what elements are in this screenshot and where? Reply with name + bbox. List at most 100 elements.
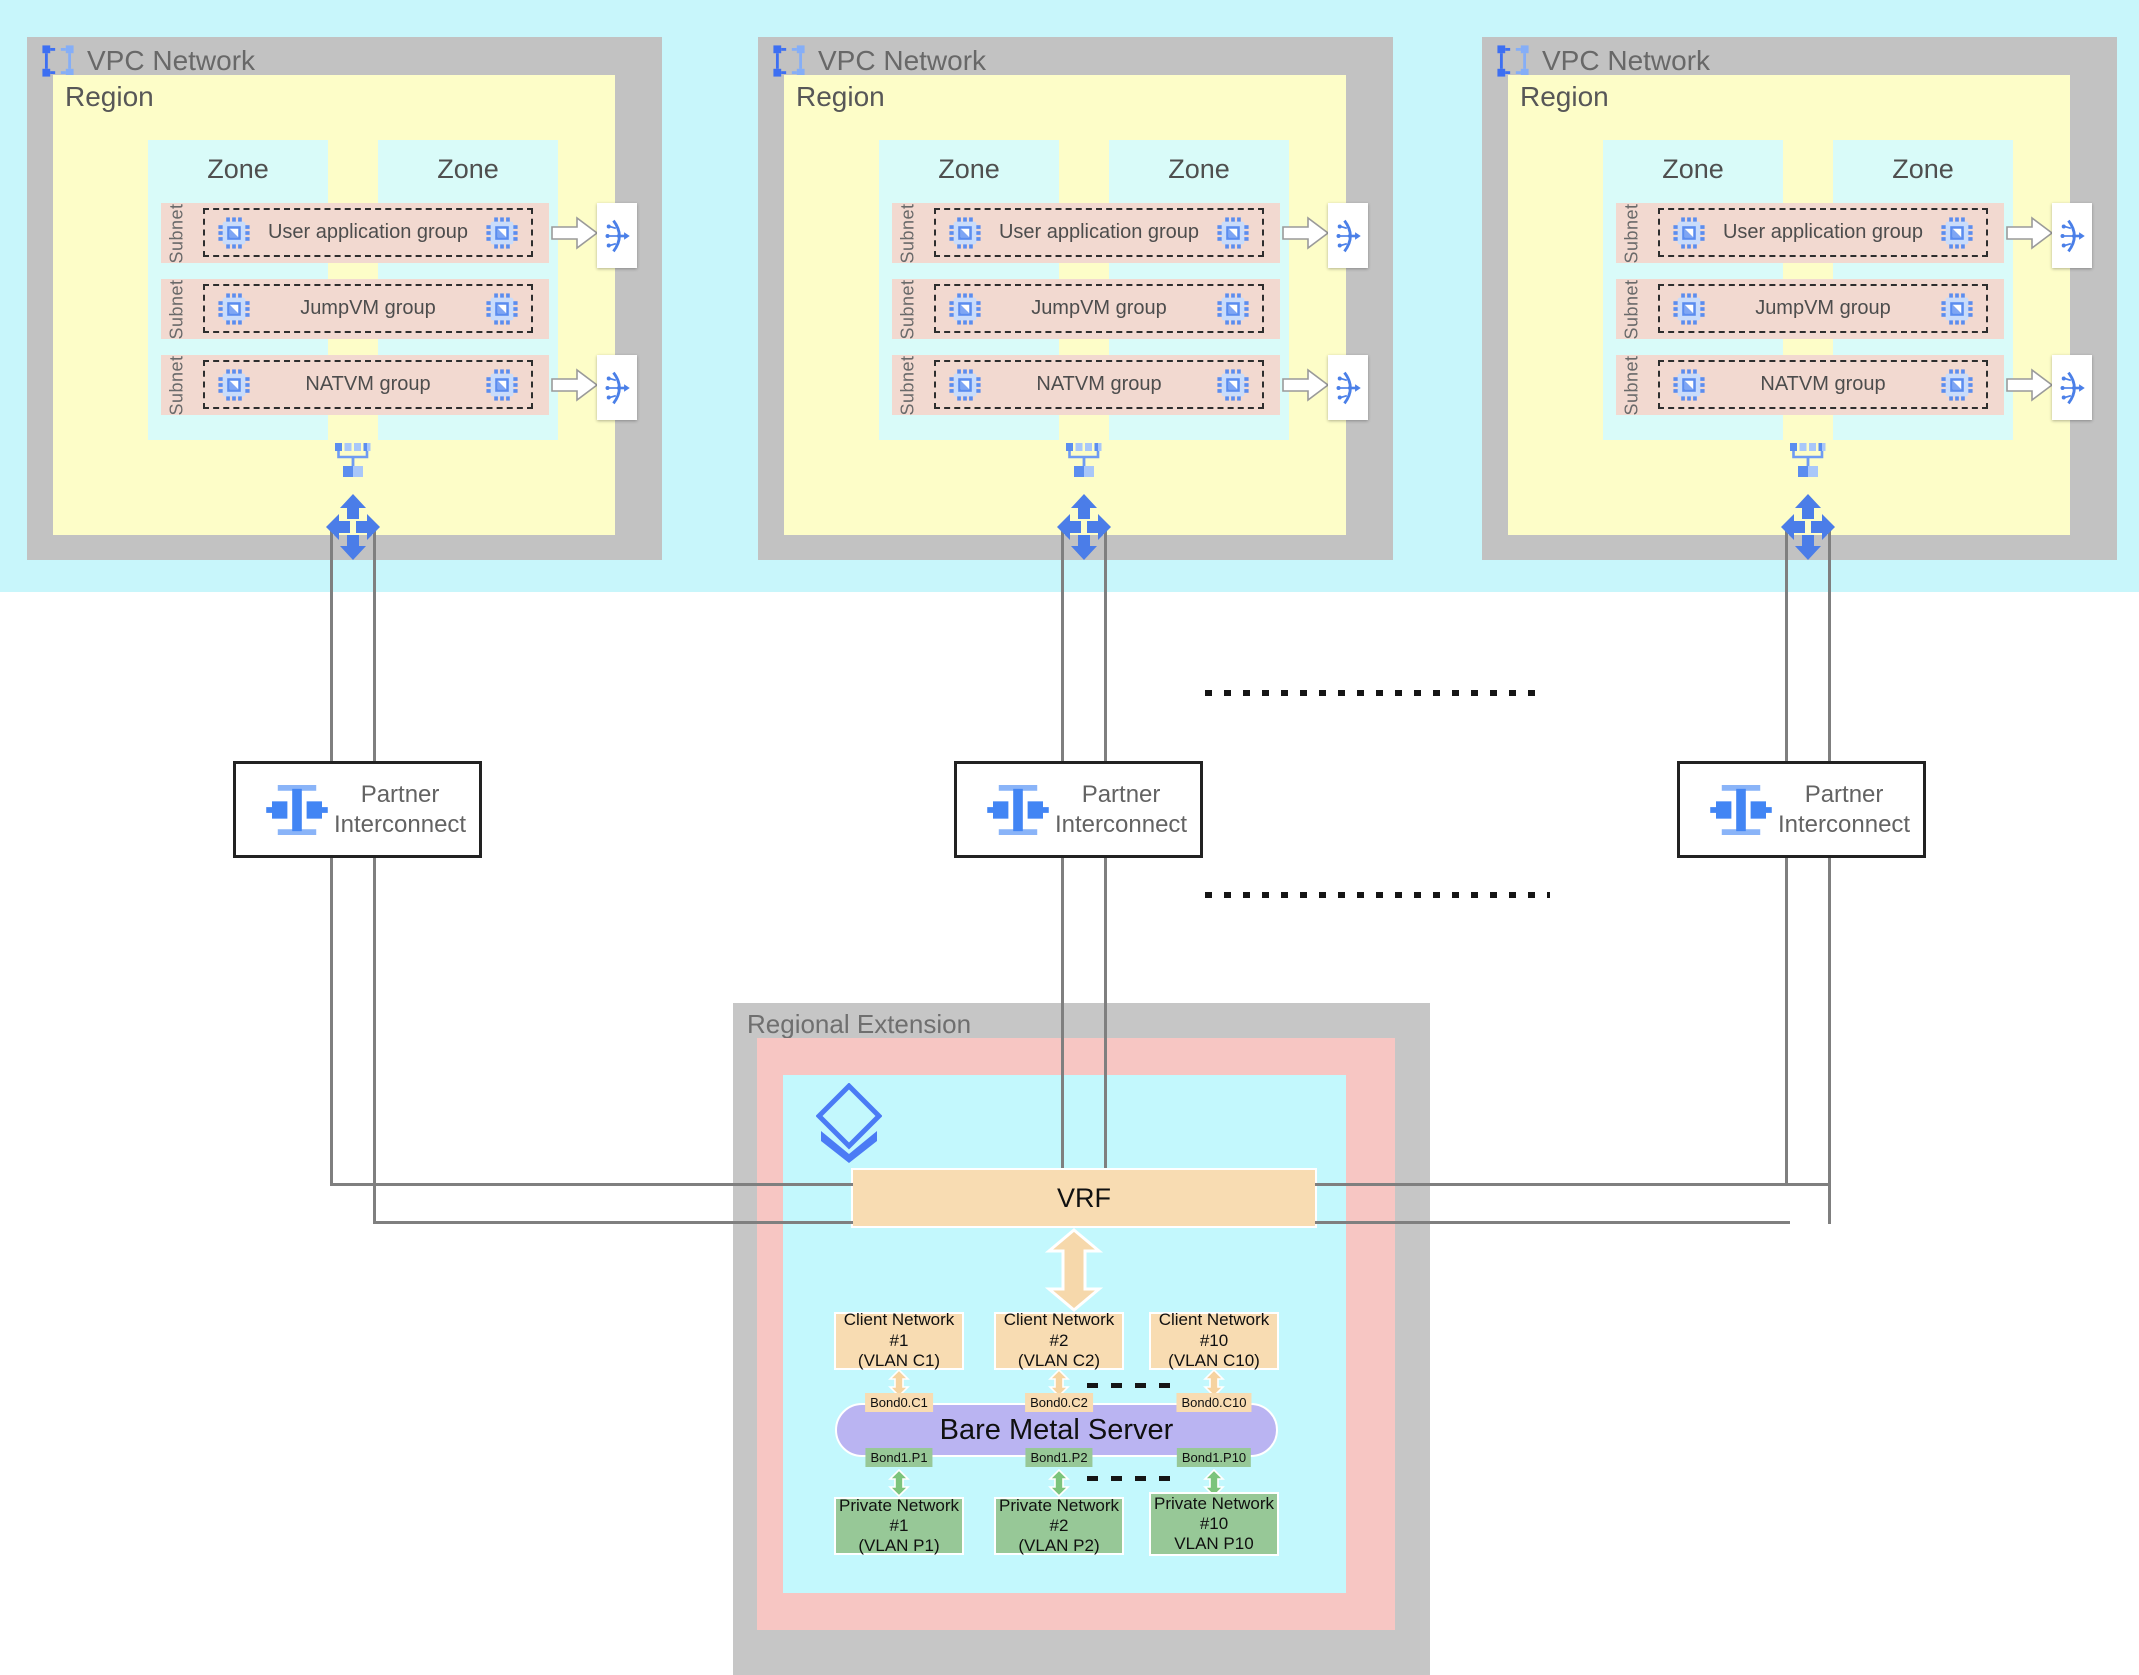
network-switch-icon — [335, 443, 371, 477]
load-balancer-box — [2052, 355, 2092, 420]
cloud-router-icon — [326, 494, 380, 560]
load-balancer-box — [597, 203, 637, 268]
instance-group-label: JumpVM group — [1031, 297, 1167, 319]
private-network-name: Private Network #10 — [1154, 1493, 1274, 1533]
instance-group-box: User application group — [1658, 208, 1988, 257]
subnet-label: Subnet — [1621, 202, 1642, 264]
vm-instance-icon — [1941, 292, 1973, 325]
vpc-network-icon — [773, 45, 805, 77]
vm-instance-icon — [486, 216, 518, 249]
client-network-name: Client Network #10 — [1158, 1310, 1270, 1350]
region-title: Region — [65, 81, 154, 112]
vm-instance-icon — [1217, 368, 1249, 401]
block-arrow-icon — [2006, 368, 2054, 402]
bond-arrow-icon — [889, 1469, 909, 1497]
subnet-row: Subnet User application group — [161, 203, 549, 263]
layers-icon — [816, 1083, 882, 1163]
partner-interconnect-box: Partner Interconnect — [954, 761, 1203, 858]
load-balancer-box — [2052, 203, 2092, 268]
partner-interconnect-label: Partner Interconnect — [334, 780, 467, 838]
vm-instance-icon — [218, 292, 250, 325]
regional-extension-box: Regional Extension VRF Client Network #1… — [733, 1003, 1430, 1675]
instance-group-label: User application group — [267, 221, 469, 243]
vpc-network-box: VPC Network Region Zone Zone Subnet User… — [1482, 37, 2117, 560]
instance-group-label: User application group — [998, 221, 1200, 243]
vm-instance-icon — [949, 216, 981, 249]
block-arrow-icon — [1282, 216, 1330, 250]
subnet-row: Subnet User application group — [892, 203, 1280, 263]
subnet-label: Subnet — [1621, 354, 1642, 416]
load-balancer-icon — [604, 370, 630, 405]
vm-instance-icon — [1941, 216, 1973, 249]
vm-instance-icon — [949, 292, 981, 325]
subnet-label: Subnet — [897, 354, 918, 416]
partner-interconnect-icon — [987, 784, 1049, 835]
bond-interface-badge: Bond1.P2 — [1025, 1448, 1093, 1467]
partner-interconnect-icon — [1710, 784, 1772, 835]
zone-title: Zone — [437, 154, 499, 184]
subnet-label: Subnet — [166, 278, 187, 340]
zone-title: Zone — [207, 154, 269, 184]
subnet-row: Subnet JumpVM group — [1616, 279, 2004, 339]
connector-line — [1828, 528, 1831, 1224]
partner-interconnect-label: Partner Interconnect — [1778, 780, 1911, 838]
connector-line — [1315, 1221, 1790, 1224]
block-arrow-icon — [551, 216, 599, 250]
load-balancer-icon — [1335, 218, 1361, 253]
subnet-label: Subnet — [166, 354, 187, 416]
vm-instance-icon — [1941, 368, 1973, 401]
vpc-network-icon — [1497, 45, 1529, 77]
network-switch-icon — [1790, 443, 1826, 477]
instance-group-label: JumpVM group — [1755, 297, 1891, 319]
bond-arrow-icon — [1049, 1469, 1069, 1497]
load-balancer-icon — [604, 218, 630, 253]
bond-interface-badge: Bond0.C2 — [1025, 1393, 1093, 1412]
vpc-network-box: VPC Network Region Zone Zone Subnet User… — [27, 37, 662, 560]
partner-interconnect-box: Partner Interconnect — [1677, 761, 1926, 858]
client-network-box: Client Network #2 (VLAN C2) — [994, 1310, 1124, 1371]
private-network-name: Private Network #1 — [839, 1495, 959, 1535]
subnet-label: Subnet — [897, 278, 918, 340]
instance-group-label: User application group — [1722, 221, 1924, 243]
subnet-label: Subnet — [1621, 278, 1642, 340]
subnet-row: Subnet User application group — [1616, 203, 2004, 263]
vm-instance-icon — [1673, 216, 1705, 249]
extension-inner-frame: VRF Client Network #1 (VLAN C1) Client N… — [757, 1038, 1395, 1630]
vm-instance-icon — [1673, 368, 1705, 401]
vpc-network-box: VPC Network Region Zone Zone Subnet User… — [758, 37, 1393, 560]
load-balancer-icon — [1335, 370, 1361, 405]
vpc-network-header: VPC Network — [41, 44, 255, 78]
vpc-network-icon — [42, 45, 74, 77]
vpc-network-header: VPC Network — [772, 44, 986, 78]
client-network-name: Client Network #1 — [843, 1310, 955, 1350]
client-network-box: Client Network #1 (VLAN C1) — [834, 1310, 964, 1371]
zone-title: Zone — [1892, 154, 1954, 184]
block-arrow-icon — [1282, 368, 1330, 402]
client-network-vlan: (VLAN C1) — [857, 1351, 941, 1371]
regional-extension-title: Regional Extension — [747, 1009, 972, 1039]
subnet-row: Subnet NATVM group — [1616, 355, 2004, 415]
ellipsis-dashes — [1087, 1476, 1183, 1481]
vpc-network-title: VPC Network — [818, 45, 987, 76]
bond-interface-badge: Bond0.C1 — [865, 1393, 933, 1412]
instance-group-label: NATVM group — [1760, 373, 1886, 395]
load-balancer-box — [1328, 355, 1368, 420]
private-network-vlan: (VLAN P1) — [858, 1536, 940, 1556]
block-arrow-icon — [551, 368, 599, 402]
instance-group-box: JumpVM group — [1658, 284, 1988, 333]
partner-interconnect-icon — [266, 784, 328, 835]
partner-interconnect-label: Partner Interconnect — [1055, 780, 1188, 838]
client-network-name: Client Network #2 — [1003, 1310, 1115, 1350]
vpc-network-title: VPC Network — [1542, 45, 1711, 76]
client-network-vlan: (VLAN C2) — [1017, 1351, 1101, 1371]
extension-network-area: VRF Client Network #1 (VLAN C1) Client N… — [783, 1075, 1346, 1593]
cloud-router-icon — [1781, 494, 1835, 560]
continuation-dots — [1205, 690, 1545, 696]
ellipsis-dashes — [1087, 1383, 1183, 1388]
instance-group-box: NATVM group — [203, 360, 533, 409]
instance-group-label: NATVM group — [1036, 373, 1162, 395]
partner-interconnect-box: Partner Interconnect — [233, 761, 482, 858]
client-network-box: Client Network #10 (VLAN C10) — [1149, 1310, 1279, 1370]
connector-line — [330, 1183, 853, 1186]
vpc-network-title: VPC Network — [87, 45, 256, 76]
